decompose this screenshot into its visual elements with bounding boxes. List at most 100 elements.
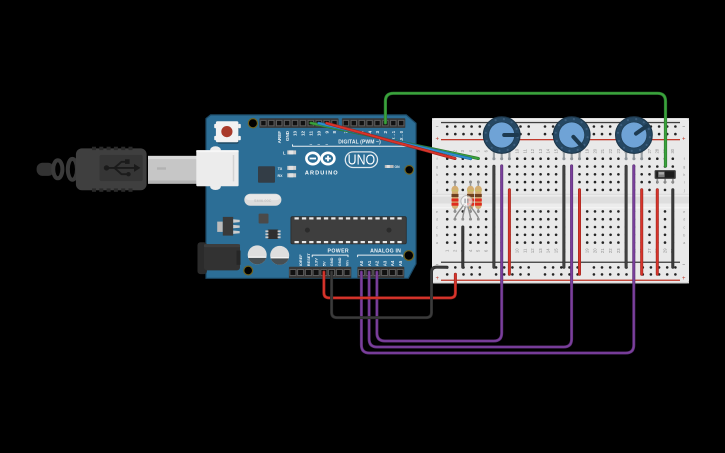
svg-text:~: ~ <box>317 142 320 148</box>
svg-text:d: d <box>683 217 685 222</box>
svg-text:5V: 5V <box>322 261 327 266</box>
svg-text:ANALOG IN: ANALOG IN <box>370 249 401 255</box>
svg-text:GND: GND <box>337 257 342 266</box>
svg-text:2: 2 <box>452 149 457 152</box>
svg-text:+: + <box>682 276 686 282</box>
svg-text:i: i <box>437 180 438 185</box>
svg-text:IOREF: IOREF <box>298 254 303 267</box>
svg-text:RX←0: RX←0 <box>399 130 404 143</box>
svg-text:~: ~ <box>309 142 312 148</box>
svg-text:11: 11 <box>522 248 527 253</box>
svg-text:f: f <box>684 156 686 161</box>
svg-text:−: − <box>682 124 685 130</box>
svg-text:9: 9 <box>324 130 329 133</box>
svg-text:10: 10 <box>515 248 520 253</box>
svg-text:GND: GND <box>285 130 290 141</box>
svg-text:f: f <box>436 156 438 161</box>
svg-text:A2: A2 <box>375 260 380 266</box>
svg-text:15: 15 <box>554 148 559 153</box>
svg-text:c: c <box>683 225 685 230</box>
svg-text:b: b <box>683 232 685 237</box>
svg-text:DIGITAL (PWM ~): DIGITAL (PWM ~) <box>338 140 381 146</box>
svg-text:21: 21 <box>600 148 605 153</box>
svg-text:22: 22 <box>608 148 613 153</box>
svg-text:6: 6 <box>484 249 489 252</box>
svg-text:i: i <box>684 180 685 185</box>
svg-text:GND: GND <box>329 257 334 266</box>
svg-text:g: g <box>436 164 438 169</box>
svg-text:A5: A5 <box>398 260 403 266</box>
svg-text:ON: ON <box>394 165 400 169</box>
svg-text:13: 13 <box>293 130 298 136</box>
svg-text:−: − <box>436 262 439 268</box>
svg-text:j: j <box>683 187 685 192</box>
svg-text:+: + <box>435 276 439 282</box>
svg-text:TX→1: TX→1 <box>391 130 396 143</box>
svg-text:10: 10 <box>515 148 520 153</box>
svg-text:a: a <box>436 240 439 245</box>
svg-text:15: 15 <box>554 248 559 253</box>
svg-text:12: 12 <box>530 148 535 153</box>
svg-text:e: e <box>436 209 438 214</box>
svg-text:b: b <box>436 232 438 237</box>
svg-text:RESET: RESET <box>306 253 311 267</box>
svg-text:30: 30 <box>670 148 675 153</box>
svg-text:3: 3 <box>460 149 465 152</box>
svg-text:19: 19 <box>585 248 590 253</box>
svg-text:12: 12 <box>301 130 306 136</box>
svg-text:6: 6 <box>484 149 489 152</box>
svg-text:4: 4 <box>367 130 372 133</box>
svg-text:SMI6.00C: SMI6.00C <box>254 199 272 203</box>
svg-text:A4: A4 <box>390 260 395 266</box>
svg-text:8: 8 <box>332 130 337 133</box>
svg-text:ARDUINO: ARDUINO <box>305 171 339 177</box>
svg-text:2: 2 <box>383 130 388 133</box>
svg-text:23: 23 <box>616 248 621 253</box>
svg-text:5: 5 <box>476 149 481 152</box>
svg-text:AREF: AREF <box>277 131 282 144</box>
svg-text:g: g <box>683 164 685 169</box>
svg-text:14: 14 <box>546 148 551 153</box>
svg-text:21: 21 <box>600 248 605 253</box>
svg-text:4: 4 <box>468 149 473 152</box>
svg-text:2: 2 <box>452 249 457 252</box>
svg-text:Vin: Vin <box>345 260 350 267</box>
svg-text:11: 11 <box>522 148 527 153</box>
svg-text:5: 5 <box>476 249 481 252</box>
svg-text:+: + <box>682 137 686 143</box>
svg-text:c: c <box>436 225 438 230</box>
svg-text:A1: A1 <box>367 260 372 266</box>
svg-text:20: 20 <box>592 248 597 253</box>
svg-text:RX: RX <box>278 174 284 178</box>
svg-text:POWER: POWER <box>327 249 349 255</box>
svg-text:13: 13 <box>538 248 543 253</box>
svg-text:29: 29 <box>662 248 667 253</box>
svg-text:−: − <box>682 262 685 268</box>
svg-text:d: d <box>436 217 438 222</box>
svg-text:+: + <box>435 137 439 143</box>
svg-text:UNO: UNO <box>348 152 376 169</box>
svg-text:23: 23 <box>616 148 621 153</box>
svg-text:A3: A3 <box>382 260 387 266</box>
svg-text:14: 14 <box>546 248 551 253</box>
svg-text:L: L <box>283 150 286 155</box>
svg-text:27: 27 <box>647 148 652 153</box>
svg-text:3.3V: 3.3V <box>314 258 319 266</box>
svg-text:11: 11 <box>309 130 314 135</box>
svg-text:−: − <box>436 124 439 130</box>
svg-text:TX: TX <box>278 167 283 171</box>
svg-text:19: 19 <box>585 148 590 153</box>
svg-text:13: 13 <box>538 148 543 153</box>
svg-text:3: 3 <box>375 130 380 133</box>
svg-text:a: a <box>683 240 686 245</box>
svg-text:4: 4 <box>468 249 473 252</box>
svg-text:27: 27 <box>647 248 652 253</box>
svg-text:h: h <box>683 172 685 177</box>
svg-text:12: 12 <box>530 248 535 253</box>
svg-text:e: e <box>683 209 685 214</box>
svg-text:1: 1 <box>445 249 450 252</box>
svg-text:22: 22 <box>608 248 613 253</box>
svg-text:A0: A0 <box>359 260 364 266</box>
svg-text:28: 28 <box>655 148 660 153</box>
svg-text:20: 20 <box>592 148 597 153</box>
